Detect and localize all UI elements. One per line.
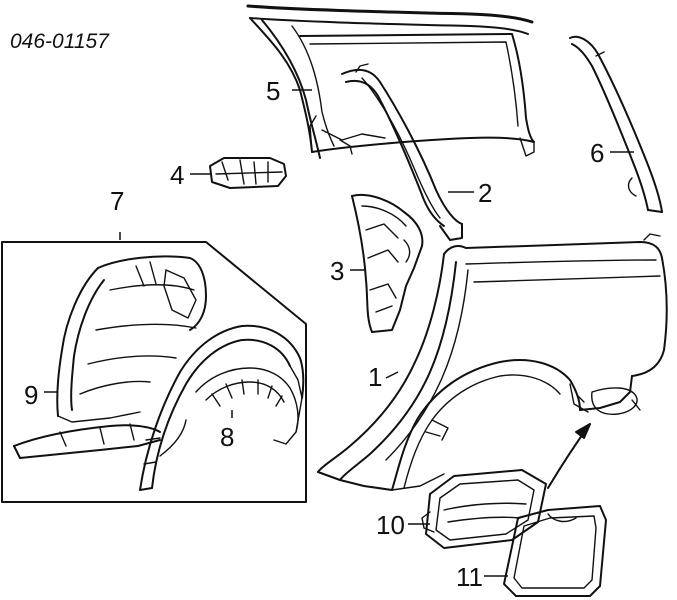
leader-lines	[44, 89, 634, 577]
part-9-inner-wheelhouse	[13, 255, 207, 459]
part-6-garnish	[569, 35, 663, 213]
callout-4: 4	[170, 160, 184, 190]
part-code: 046-01157	[10, 30, 110, 53]
part-10-filler-housing	[421, 469, 547, 549]
callout-5: 5	[266, 76, 280, 106]
callout-7: 7	[110, 186, 124, 216]
callout-9: 9	[24, 380, 38, 410]
part-1-quarter-panel	[317, 233, 668, 491]
assembly-arrow	[547, 423, 591, 489]
callout-11: 11	[456, 562, 483, 592]
part-3-inner-reinforcement	[351, 194, 424, 333]
callout-3: 3	[330, 256, 344, 286]
callout-1: 1	[368, 362, 382, 392]
callout-10: 10	[376, 510, 405, 540]
part-11-filler-lid	[503, 505, 607, 597]
part-5-window-frame	[246, 4, 535, 159]
inset-box-7	[1, 241, 307, 503]
callout-6: 6	[590, 138, 604, 168]
part-2-pillar	[341, 63, 463, 241]
callout-8: 8	[220, 422, 234, 452]
part-8-wheel-arch	[139, 324, 305, 491]
callout-2: 2	[478, 178, 492, 208]
part-4-bracket	[209, 157, 287, 189]
